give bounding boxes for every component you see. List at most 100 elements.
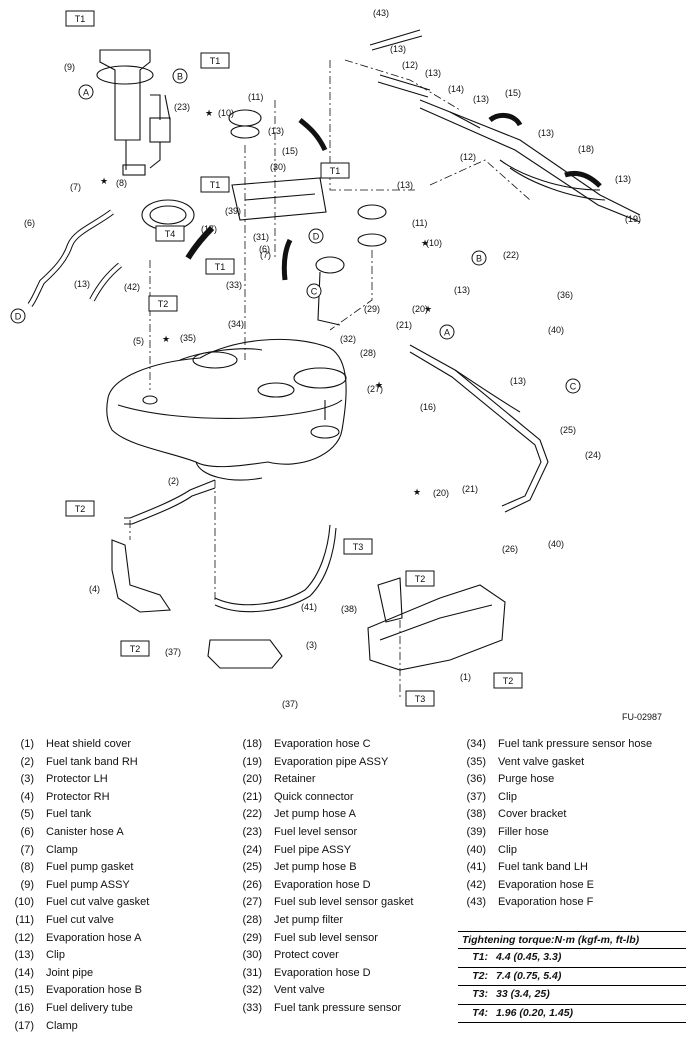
- star-mark: ★: [421, 238, 429, 248]
- part-callout: (11): [248, 92, 263, 102]
- part-callout: (15): [505, 88, 521, 98]
- fuel-tank-band-lh-drawing: [214, 524, 331, 606]
- connector-marker: D: [10, 308, 26, 324]
- legend-item: (16) Fuel delivery tube: [0, 1000, 149, 1018]
- svg-text:C: C: [570, 382, 577, 392]
- legend-item-name: Fuel pump gasket: [46, 861, 134, 874]
- star-mark: ★: [413, 487, 421, 497]
- part-callout: (41): [301, 602, 317, 612]
- part-callout: (26): [502, 544, 518, 554]
- star-mark: ★: [162, 334, 170, 344]
- evaporation-pipe-drawing: [419, 99, 641, 216]
- svg-text:D: D: [15, 312, 22, 322]
- legend-item-name: Heat shield cover: [46, 738, 131, 750]
- part-callout: (24): [585, 450, 601, 460]
- part-callout: (21): [462, 484, 478, 494]
- legend-item-name: Protector RH: [46, 790, 110, 803]
- legend-item-name: Fuel tank: [46, 808, 92, 821]
- svg-text:T2: T2: [130, 644, 141, 654]
- torque-key: T3:: [472, 988, 488, 1001]
- legend-item-name: Vent valve gasket: [498, 755, 585, 768]
- legend-item-name: Retainer: [274, 773, 316, 786]
- legend-item-number: (4): [20, 790, 34, 803]
- fuel-tank-drawing: [106, 338, 347, 468]
- torque-key: T2:: [472, 969, 488, 982]
- legend-item-number: (19): [242, 755, 262, 768]
- star-mark: ★: [375, 380, 383, 390]
- connector-marker: B: [172, 68, 188, 84]
- legend-item-name: Cover bracket: [498, 808, 567, 821]
- svg-text:A: A: [444, 328, 450, 338]
- legend-item-name: Clip: [498, 843, 517, 856]
- legend-item-number: (20): [242, 773, 262, 786]
- legend-item-number: (30): [242, 949, 262, 962]
- torque-tag: T2: [405, 570, 435, 587]
- svg-text:C: C: [311, 287, 318, 297]
- part-callout: (5): [133, 336, 144, 346]
- torque-tag: T2: [65, 500, 95, 517]
- legend-item-number: (10): [14, 896, 34, 909]
- torque-key: T1:: [472, 951, 488, 963]
- part-callout: (13): [390, 44, 406, 54]
- svg-text:T1: T1: [215, 262, 226, 272]
- legend-item-number: (5): [20, 808, 34, 821]
- legend-item: (39)Filler hose: [452, 824, 652, 842]
- legend-item: (4) Protector RH: [0, 789, 149, 807]
- legend-item: (30)Protect cover: [228, 947, 413, 965]
- legend-item: (12)Evaporation hose A: [0, 930, 149, 948]
- svg-text:B: B: [476, 254, 482, 264]
- legend-item-number: (6): [20, 825, 34, 838]
- legend-item: (29)Fuel sub level sensor: [228, 930, 413, 948]
- legend-item-number: (3): [20, 773, 34, 786]
- torque-tag: T3: [405, 690, 435, 707]
- torque-tag: T1: [65, 10, 95, 27]
- svg-text:A: A: [83, 88, 89, 98]
- legend-item-number: (13): [14, 949, 34, 962]
- legend-item: (34)Fuel tank pressure sensor hose: [452, 736, 652, 754]
- part-callout: (6): [259, 244, 270, 254]
- torque-tag: T1: [320, 162, 350, 179]
- part-callout: (8): [116, 178, 127, 188]
- legend-item-number: (36): [466, 773, 486, 786]
- legend-item: (31)Evaporation hose D: [228, 965, 413, 983]
- part-callout: (2): [168, 476, 179, 486]
- legend-item-name: Fuel tank band RH: [46, 755, 138, 768]
- legend-item-name: Fuel pump ASSY: [46, 878, 130, 891]
- part-callout: (13): [74, 279, 90, 289]
- legend-item-name: Evaporation hose E: [498, 878, 595, 891]
- legend-item-number: (16): [14, 1001, 34, 1014]
- svg-text:T2: T2: [158, 299, 169, 309]
- connector-marker: C: [306, 283, 322, 299]
- legend-item-number: (33): [242, 1001, 262, 1014]
- connector-marker: A: [439, 324, 455, 340]
- legend-item: (24)Fuel pipe ASSY: [228, 842, 413, 860]
- part-callout: (7): [260, 250, 271, 260]
- legend-item-number: (15): [14, 984, 34, 997]
- part-callout: (11): [412, 218, 427, 228]
- svg-text:T1: T1: [330, 166, 341, 176]
- legend-item: (20) Retainer: [228, 771, 413, 789]
- legend-item: (9)Fuel pump ASSY: [0, 877, 149, 895]
- legend-item: (36)Purge hose: [452, 771, 652, 789]
- part-callout: (10): [426, 238, 442, 248]
- part-callout: (21): [396, 320, 412, 330]
- part-callout: (14): [448, 84, 464, 94]
- connector-marker: D: [308, 228, 324, 244]
- part-callout: (13): [397, 180, 413, 190]
- part-callout: (32): [340, 334, 356, 344]
- legend-item: (42)Evaporation hose E: [452, 877, 652, 895]
- legend-item-name: Clamp: [46, 843, 78, 856]
- legend-item-number: (24): [242, 843, 262, 856]
- part-callout: (1): [460, 672, 471, 682]
- star-mark: ★: [205, 108, 213, 118]
- legend-item-number: (39): [466, 825, 486, 838]
- part-callout: (13): [615, 174, 631, 184]
- legend-item: (25)Jet pump hose B: [228, 859, 413, 877]
- legend-item-name: Joint pipe: [46, 966, 94, 979]
- legend-item-name: Evaporation pipe ASSY: [274, 755, 389, 768]
- part-callout: (30): [270, 162, 286, 172]
- legend-item-name: Fuel delivery tube: [46, 1001, 133, 1014]
- legend-item-number: (41): [466, 861, 486, 874]
- legend-item-number: (25): [242, 861, 262, 874]
- part-callout: (6): [24, 218, 35, 228]
